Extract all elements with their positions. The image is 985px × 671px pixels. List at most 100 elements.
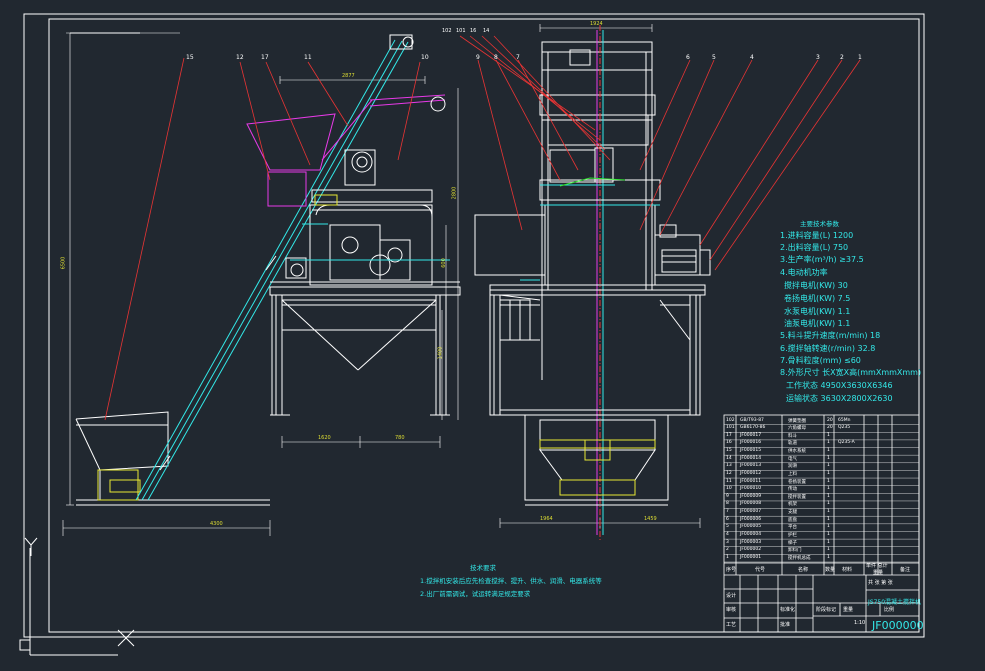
param-8a: 工作状态 4950X3630X6346: [786, 381, 893, 390]
notes-title: 技术要求: [470, 564, 496, 572]
bom-cell-name: 底盘: [788, 517, 797, 523]
design-label: 设计: [726, 593, 737, 599]
balloon-10: 10: [421, 54, 429, 61]
balloon-14: 14: [483, 28, 490, 34]
bom-cell-name: 料斗: [788, 433, 797, 439]
param-1: 1.进料容量(L) 1200: [780, 231, 854, 240]
param-4c: 水泵电机(KW) 1.1: [784, 307, 851, 316]
bom-cell-qty: 1: [827, 448, 830, 454]
bom-cell-code: JF000006: [740, 516, 762, 522]
note-2: 2.出厂前需调试，试运转满足规定要求: [420, 590, 531, 598]
dim-bottom-d: 1459: [644, 516, 657, 522]
param-3: 3.生产率(m³/h) ≥37.5: [780, 255, 864, 264]
bom-cell-code: JF000005: [740, 524, 762, 530]
bom-cell-no: 5: [726, 524, 729, 530]
param-2: 2.出料容量(L) 750: [780, 243, 849, 252]
dim-bottom-overall: 4300: [210, 521, 223, 527]
balloon-101: 101: [456, 28, 466, 34]
bom-header-mat: 材料: [842, 567, 853, 573]
balloon-102: 102: [442, 28, 452, 34]
bom-cell-qty: 1: [827, 539, 830, 545]
bom-cell-no: 12: [726, 470, 732, 476]
stage-label: 阶段标记: [816, 607, 837, 613]
bom-cell-no: 11: [726, 478, 732, 484]
note-1: 1.搅拌机安装后应先检查搅拌、提升、供水、润滑、电器系统等: [420, 577, 602, 585]
balloon-12: 12: [236, 54, 244, 61]
bom-cell-qty: 1: [827, 470, 830, 476]
bom-header-code: 代号: [755, 567, 766, 573]
bom-cell-code: JF000012: [740, 470, 762, 476]
dim-v-c: 600: [440, 258, 447, 268]
bom-cell-no: 6: [726, 516, 729, 522]
balloon-2: 2: [840, 54, 844, 61]
dim-bottom-c: 1964: [540, 516, 553, 522]
balloon-16: 16: [470, 28, 477, 34]
balloon-9: 9: [476, 54, 480, 61]
dim-bottom-a: 1620: [318, 435, 331, 441]
drawing-frame: [23, 13, 925, 638]
side-view: [62, 32, 461, 536]
bom-cell-code: GB/T93-87: [740, 417, 764, 423]
param-8: 8.外形尺寸 长X宽X高(mmXmmXmm): [780, 368, 922, 377]
bom-cell-no: 101: [726, 425, 735, 431]
bom-cell-name: 支腿: [788, 510, 797, 516]
bom-cell-name: 卸料门: [788, 548, 802, 554]
bom-cell-no: 8: [726, 501, 729, 507]
balloon-3: 3: [816, 54, 820, 61]
sheet-label: 共 张 第 张: [868, 580, 893, 586]
bom-cell-name: 机架: [788, 502, 797, 508]
bom-header-name: 名称: [798, 567, 809, 573]
bom-cell-name: 润滑: [788, 464, 797, 470]
bom-cell-qty: 1: [827, 486, 830, 492]
param-4d: 油泵电机(KW) 1.1: [784, 319, 851, 328]
std-label: 标准化: [780, 607, 796, 613]
bom-cell-name: 传动: [788, 487, 797, 493]
bom-cell-code: JF000003: [740, 539, 762, 545]
param-5: 5.料斗提升速度(m/min) 18: [780, 331, 881, 340]
bom-cell-name: 六角螺母: [788, 426, 806, 432]
bom-cell-name: 平台: [788, 525, 797, 531]
bom-cell-no: 102: [726, 417, 735, 423]
bom-cell-qty: 1: [827, 455, 830, 461]
bom-cell-no: 1: [726, 554, 729, 560]
bom-cell-qty: 1: [827, 554, 830, 560]
bom-cell-name: 上料: [788, 471, 797, 477]
bom-cell-qty: 20: [827, 425, 833, 431]
bom-cell-no: 14: [726, 455, 732, 461]
bom-cell-code: JF000001: [740, 554, 762, 560]
bom-row-lines: [724, 424, 919, 563]
bom-cell-no: 17: [726, 432, 732, 438]
bom-cell-mat: Q235-A: [838, 440, 855, 446]
bom-cell-name: 电气: [788, 456, 797, 462]
bom-cell-code: JF000004: [740, 531, 762, 537]
bom-cell-no: 7: [726, 509, 729, 515]
bom-cell-code: JF000013: [740, 463, 762, 469]
param-4: 4.电动机功率: [780, 268, 828, 277]
bom-cell-code: JF000011: [740, 478, 762, 484]
bom-header-weight: 单件 总计: [866, 563, 888, 569]
dim-v-b: 1400: [437, 346, 444, 360]
drawing-name: JS750混凝土搅拌机: [868, 599, 922, 606]
approve-label: 批准: [780, 622, 791, 628]
bom-cell-code: JF000007: [740, 509, 762, 515]
bom-cell-no: 3: [726, 539, 729, 545]
dim-top-right: 1924: [590, 21, 603, 27]
bom-header-remark: 备注: [900, 567, 911, 573]
dim-top-left: 2877: [342, 73, 355, 79]
bom-cell-code: GB6170-86: [740, 425, 766, 431]
bom-cell-code: JF000016: [740, 440, 762, 446]
bom-cell-no: 4: [726, 531, 729, 537]
bom-cell-name: 搅拌装置: [788, 494, 806, 500]
param-7: 7.骨料粒度(mm) ≤60: [780, 356, 861, 365]
bom-cell-qty: 1: [827, 501, 830, 507]
scale-value: 1:10: [854, 620, 866, 626]
bom-cell-name: 供水系统: [788, 449, 806, 455]
bom-cell-code: JF000014: [740, 455, 762, 461]
param-4a: 搅拌电机(KW) 30: [784, 281, 848, 290]
bom-cell-no: 10: [726, 486, 732, 492]
bom-cell-name: 护栏: [788, 532, 797, 538]
bom-cell-code: JF000015: [740, 448, 762, 454]
params-title: 主要技术参数: [800, 220, 839, 228]
balloon-15: 15: [186, 54, 194, 61]
bom-cell-code: JF000010: [740, 486, 762, 492]
